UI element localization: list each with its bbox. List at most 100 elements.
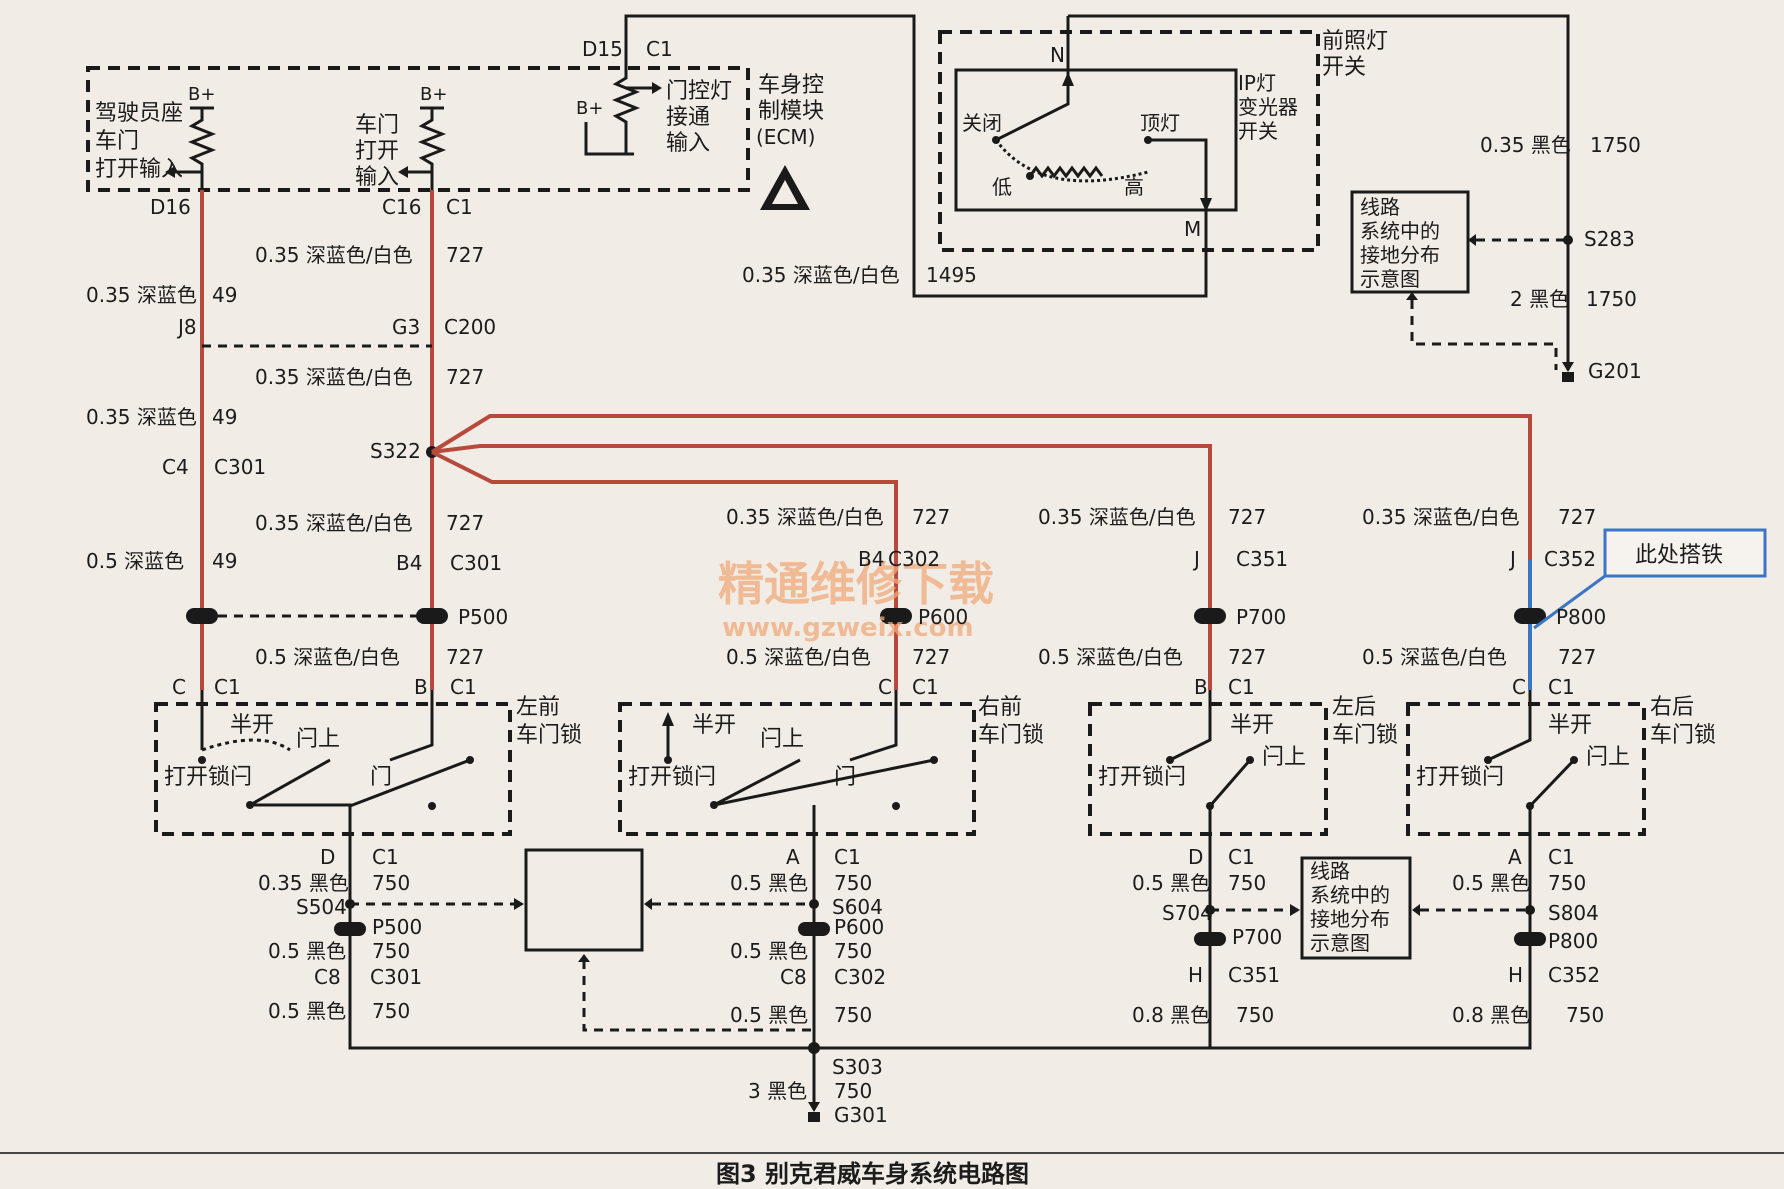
wire-label: 750 [834, 939, 872, 963]
wire-label: 727 [1558, 505, 1596, 529]
wire-label: 0.35 深蓝色 [86, 405, 197, 429]
wire-label: S322 [370, 439, 421, 463]
wire-label: 750 [1548, 871, 1586, 895]
wire-label: C1 [1228, 675, 1255, 699]
wire-label: 0.5 深蓝色/白色 [726, 645, 871, 669]
wire-label: C [172, 675, 186, 699]
wire-label: 0.5 深蓝色/白色 [255, 645, 400, 669]
driver-input-1: 驾驶员座 [95, 101, 183, 126]
wire-label: P700 [1232, 925, 1282, 949]
wire-label: C1 [446, 195, 473, 219]
wire-label: C8 [780, 965, 807, 989]
lr-title-2: 车门锁 [1332, 723, 1398, 748]
wire-label: 727 [912, 505, 950, 529]
wire-label: A [1508, 845, 1522, 869]
ecm-label-2: 制模块 [758, 99, 824, 124]
wire-label: G201 [1588, 359, 1642, 383]
wire-label: J8 [176, 315, 197, 339]
wire-label: B [414, 675, 428, 699]
wire-label: D15 [582, 37, 623, 61]
wire-label: 750 [1236, 1003, 1274, 1027]
gbox1-2: 系统中的 [1360, 219, 1440, 243]
switch-n: N [1050, 43, 1065, 67]
wire-label: H [1188, 963, 1203, 987]
wire-label: C [1512, 675, 1526, 699]
lf-title-1: 左前 [516, 695, 560, 720]
driver-input-2: 车门 [95, 129, 139, 154]
wire-label: 727 [446, 511, 484, 535]
courtesy-resistor [611, 68, 641, 154]
lr-open: 打开锁闩 [1098, 765, 1186, 790]
lr-title-1: 左后 [1332, 695, 1376, 720]
wire-label: 750 [372, 871, 410, 895]
switch-m: M [1184, 217, 1201, 241]
wire-label: 0.35 黑色 [1480, 133, 1571, 157]
wire-label: 1750 [1586, 287, 1637, 311]
watermark-line1: 精通维修下载 [718, 557, 994, 611]
wire-label: 0.5 深蓝色/白色 [1038, 645, 1183, 669]
lf-open: 打开锁闩 [164, 765, 252, 790]
wire-label: C1 [214, 675, 241, 699]
gbox2-3: 接地分布 [1310, 907, 1390, 931]
courtesy-2: 接通 [666, 105, 710, 130]
wire-label: C352 [1544, 547, 1596, 571]
rr-half: 半开 [1548, 713, 1592, 738]
wire-label: 1495 [926, 263, 977, 287]
gbox2-4: 示意图 [1310, 931, 1370, 955]
wire-label: 1750 [1590, 133, 1641, 157]
wire-label: C16 [382, 195, 421, 219]
ecm-label-1: 车身控 [758, 73, 824, 98]
rr-lock-box [1406, 702, 1646, 836]
wire-label: 0.35 黑色 [258, 871, 349, 895]
ground-box-center [524, 848, 644, 952]
wire-label: C352 [1548, 963, 1600, 987]
ground-g301-icon [808, 1112, 820, 1122]
gbox1-1: 线路 [1360, 195, 1400, 219]
lf-door: 门 [370, 765, 392, 790]
lf-title-2: 车门锁 [516, 723, 582, 748]
wire-label: 0.35 深蓝色/白色 [255, 243, 413, 267]
wire-label: C301 [450, 551, 502, 575]
wire-label: D [1188, 845, 1203, 869]
ground-g201-icon [1562, 372, 1574, 382]
ground-box-bottom [1300, 856, 1412, 960]
wire-label: 0.35 深蓝色/白色 [726, 505, 884, 529]
gbox1-4: 示意图 [1360, 267, 1420, 291]
wire-label: 750 [1566, 1003, 1604, 1027]
wire-label: B [1194, 675, 1208, 699]
wire-label: 727 [1558, 645, 1596, 669]
wire-label: D16 [150, 195, 191, 219]
wire-label: J [1192, 547, 1200, 571]
ground-box-top [1350, 190, 1470, 294]
door-input-2: 打开 [355, 139, 399, 164]
wire-label: S704 [1162, 901, 1213, 925]
door-input-1: 车门 [355, 113, 399, 138]
rf-lock-box [618, 702, 976, 836]
wire-label: S303 [832, 1055, 883, 1079]
wire-label: C301 [214, 455, 266, 479]
switch-low: 低 [992, 175, 1012, 199]
wire-label: B4 [396, 551, 422, 575]
driver-input-3: 打开输入 [95, 157, 183, 182]
wire-label: P500 [458, 605, 508, 629]
rr-open: 打开锁闩 [1416, 765, 1504, 790]
wire-label: P800 [1556, 605, 1606, 629]
courtesy-3: 输入 [666, 131, 710, 156]
wire-label: B4 [858, 547, 884, 571]
wire-label: 750 [372, 999, 410, 1023]
wire-label: 0.35 深蓝色/白色 [255, 365, 413, 389]
wire-label: 0.5 黑色 [730, 1003, 808, 1027]
wire-label: G3 [392, 315, 420, 339]
rf-title-1: 右前 [978, 695, 1022, 720]
wire-label: 0.8 黑色 [1452, 1003, 1530, 1027]
wire-label: 3 黑色 [748, 1079, 807, 1103]
wire-label: C1 [912, 675, 939, 699]
figure-caption: 图3 别克君威车身系统电路图 [716, 1160, 1029, 1188]
wire-label: J [1508, 547, 1516, 571]
wire-label: C200 [444, 315, 496, 339]
ip-2: 变光器 [1238, 95, 1298, 119]
rf-half: 半开 [692, 713, 736, 738]
wire-label: 49 [212, 549, 237, 573]
wire-label: C302 [888, 547, 940, 571]
